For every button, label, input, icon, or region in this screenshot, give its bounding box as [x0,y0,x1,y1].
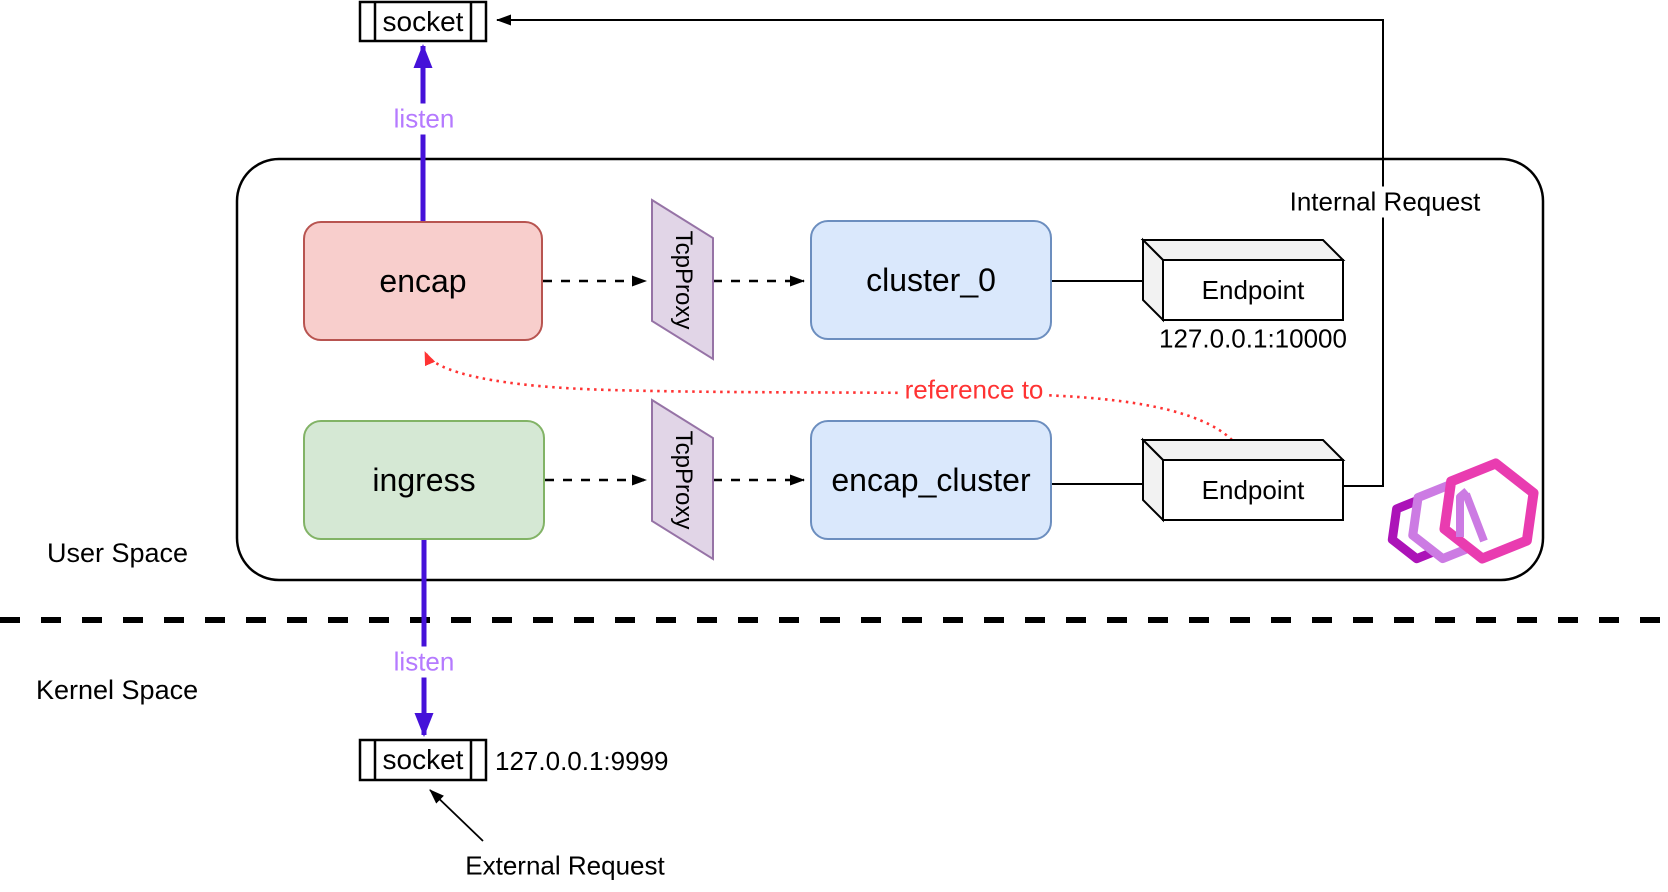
tcpproxy-top-label: TcpProxy [670,230,697,330]
socket-bottom-shape [358,738,488,782]
listen-label-bottom: listen [388,646,460,678]
tcpproxy-bottom-shape [651,398,714,561]
socket-top-label: socket [382,5,464,37]
internal-request-line [496,14,1384,487]
endpoint-top-address: 127.0.0.1:10000 [1159,323,1347,354]
encap-node: encap [303,221,543,341]
kernel-space-label: Kernel Space [36,675,199,705]
reference-to-label: reference to [899,374,1049,406]
encap-label: encap [379,262,467,299]
endpoint-bottom-shape [1140,437,1346,523]
external-request-label: External Request [465,850,665,881]
cluster0-label: cluster_0 [866,261,996,298]
encap-cluster-label: encap_cluster [831,461,1031,498]
encap-cluster-node: encap_cluster [810,420,1052,540]
cluster0-node: cluster_0 [810,220,1052,340]
endpoint-bottom-label: Endpoint [1201,474,1305,505]
tcpproxy-bottom-label: TcpProxy [670,430,697,530]
ingress-label: ingress [372,461,476,498]
internal-request-label: Internal Request [1284,186,1486,218]
socket-bottom-label: socket [382,744,464,775]
tcpproxy-top-shape [651,198,714,361]
socket-bottom-address: 127.0.0.1:9999 [495,746,669,776]
user-space-container [235,157,1545,582]
user-space-label: User Space [47,538,189,568]
endpoint-top-label: Endpoint [1201,274,1305,305]
endpoint-top-shape [1140,237,1346,323]
reference-to-curve [423,351,1233,441]
ingress-node: ingress [303,420,545,540]
socket-top-shape [358,0,488,43]
listen-label-top: listen [388,103,460,135]
external-request-arrow [429,789,484,842]
envoy-logo-icon [1387,458,1539,564]
